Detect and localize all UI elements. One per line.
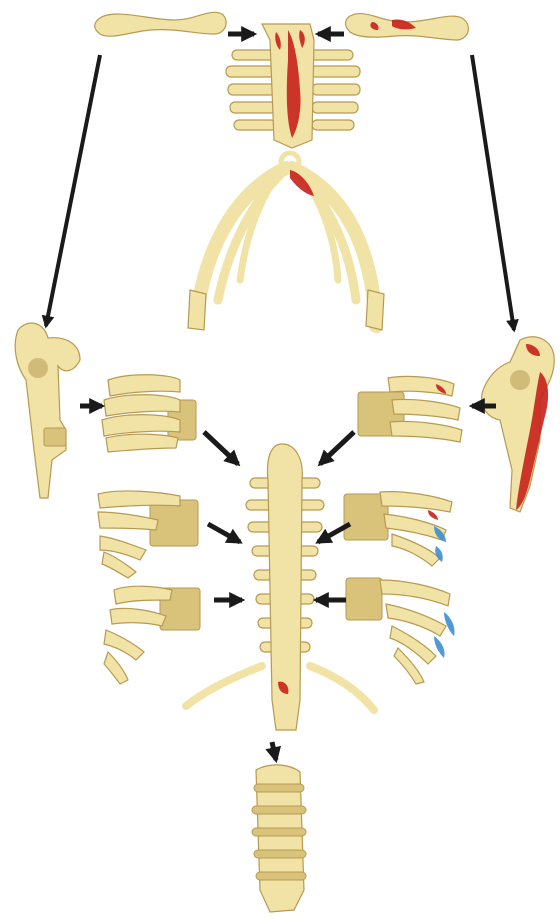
arrow-left-rib-block-upper-to-thoracic-spine bbox=[204, 432, 238, 464]
right-rib-block-lower bbox=[346, 578, 455, 684]
right-rib-block-upper bbox=[358, 376, 462, 442]
left-rib-block-middle bbox=[98, 491, 198, 578]
left-rib-block-upper bbox=[102, 375, 196, 452]
left-rib-block-lower bbox=[104, 586, 200, 684]
right-clavicle bbox=[346, 14, 469, 40]
left-scapula bbox=[15, 323, 80, 498]
right-rib-block-middle bbox=[344, 492, 452, 566]
left-clavicle bbox=[95, 12, 226, 36]
right-scapula bbox=[482, 337, 555, 512]
arrow-left-clavicle-to-left-scapula bbox=[46, 55, 100, 326]
arrow-left-rib-block-middle-to-thoracic-spine bbox=[208, 524, 240, 542]
lumbar-spine bbox=[252, 765, 306, 912]
arrow-thoracic-spine-to-lumbar-spine bbox=[272, 742, 276, 760]
sternum bbox=[226, 24, 360, 148]
arrow-right-rib-block-upper-to-thoracic-spine bbox=[320, 432, 354, 464]
rib-arch bbox=[188, 153, 384, 330]
arrow-right-clavicle-to-right-scapula bbox=[472, 55, 514, 330]
